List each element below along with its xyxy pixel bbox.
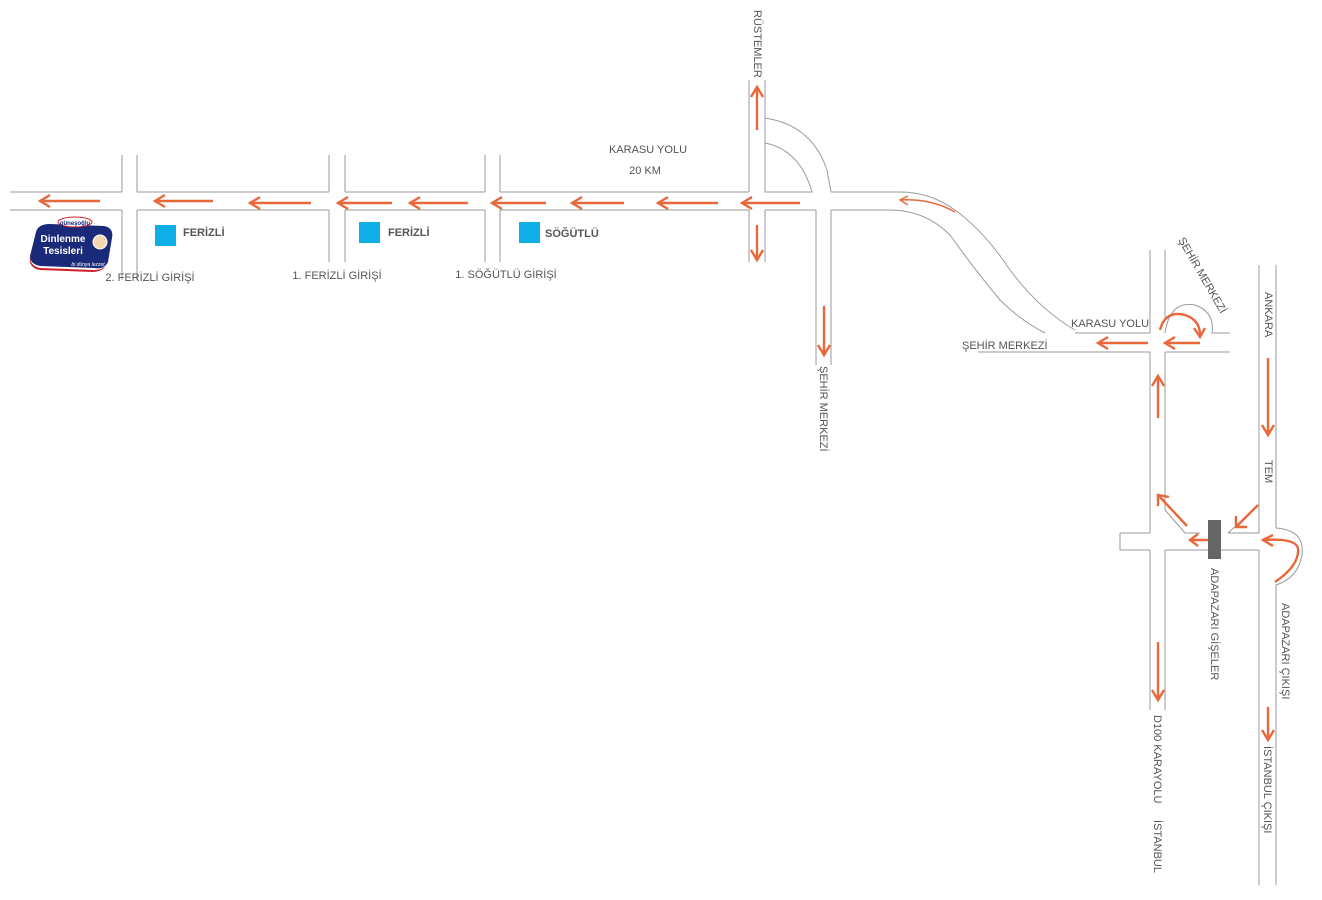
- logo-brand: güneşoğlu: [60, 221, 91, 227]
- label-ferizli-1: FERİZLİ: [183, 226, 225, 239]
- arrow-west-7: [569, 195, 624, 211]
- toll-booth: [1208, 520, 1221, 559]
- label-ankara: ANKARA: [1262, 292, 1274, 338]
- arrow-south-junction: [749, 225, 765, 263]
- arrow-west-karasu-2: [1162, 335, 1200, 351]
- brand-logo: güneşoğlu Dinlenme Tesisleri bi dünya le…: [29, 216, 113, 272]
- label-istanbul-cikisi: İSTANBUL ÇIKIŞI: [1261, 746, 1274, 833]
- crossroad-2: [328, 155, 346, 262]
- label-adapazari-giseler: ADAPAZARI GİŞELER: [1208, 568, 1221, 680]
- arrow-west-karasu: [1095, 335, 1148, 351]
- arrow-diag-sw: [1234, 504, 1259, 529]
- arrow-west-1: [37, 193, 100, 209]
- crossroad-1: [121, 155, 138, 280]
- junction-loop: [764, 117, 832, 193]
- highway-top-edge: [10, 191, 1076, 331]
- sogutlu-marker: [519, 222, 540, 243]
- ferizli-marker-1: [155, 225, 176, 246]
- ferizli-marker-2: [359, 222, 380, 243]
- arrow-west-9: [739, 195, 800, 211]
- arrow-south-d100: [1150, 642, 1166, 703]
- arrow-west-4: [335, 195, 392, 211]
- arrow-south-sehir: [816, 306, 832, 358]
- logo-tagline: bi dünya lezzet: [71, 262, 105, 268]
- route-arrows: [37, 84, 1300, 743]
- arrow-west-2: [152, 193, 213, 209]
- arrow-north-d100: [1150, 373, 1166, 418]
- arrow-tem-loop: [1260, 533, 1300, 583]
- label-rustemler: RÜSTEMLER: [751, 10, 763, 78]
- d100-road: [1149, 352, 1166, 710]
- arrow-south-istanbul: [1260, 707, 1276, 743]
- label-sehir-merkezi-top-right: ŞEHİR MERKEZİ: [1175, 235, 1229, 316]
- label-ferizli-2-girisi: 2. FERİZLİ GİRİŞİ: [105, 271, 194, 284]
- logo-line2: Tesisleri: [43, 246, 83, 257]
- tem-loop: [1275, 527, 1303, 586]
- label-ferizli-1-girisi: 1. FERİZLİ GİRİŞİ: [292, 269, 381, 282]
- label-tem: TEM: [1262, 460, 1274, 483]
- label-sehir-merkezi-left: ŞEHİR MERKEZİ: [962, 339, 1048, 352]
- arrow-west-3: [247, 195, 311, 211]
- logo-line1: Dinlenme: [40, 234, 85, 245]
- label-distance: 20 KM: [629, 165, 661, 177]
- arrow-north-rustemler: [749, 84, 765, 130]
- label-sogutlu: SÖĞÜTLÜ: [545, 227, 599, 240]
- label-sogutlu-1-girisi: 1. SÖĞÜTLÜ GİRİŞİ: [455, 268, 556, 281]
- map-labels: RÜSTEMLER KARASU YOLU 20 KM FERİZLİ FERİ…: [105, 10, 1291, 873]
- sehir-merkezi-branch: [1149, 250, 1166, 333]
- karasu-road: [978, 303, 1230, 353]
- highway-bottom-edge: [10, 209, 1046, 334]
- label-karasu-yolu-top: KARASU YOLU: [609, 144, 687, 156]
- arrow-west-8: [655, 195, 718, 211]
- road-network: [10, 80, 1303, 885]
- tem-highway: [1258, 265, 1277, 885]
- label-karasu-yolu-right: KARASU YOLU: [1071, 318, 1149, 330]
- label-ferizli-2: FERİZLİ: [388, 226, 430, 239]
- label-adapazari-cikisi: ADAPAZARI ÇIKIŞI: [1279, 603, 1291, 699]
- arrow-curve: [898, 195, 956, 213]
- label-sehir-merkezi-mid: ŞEHİR MERKEZİ: [817, 366, 830, 452]
- label-istanbul: İSTANBUL: [1151, 820, 1164, 873]
- label-d100-karayolu: D100 KARAYOLU: [1151, 715, 1163, 804]
- sehir-merkezi-road: [815, 210, 832, 365]
- arrow-uturn: [1158, 312, 1207, 340]
- arrow-west-6: [489, 195, 546, 211]
- arrow-diag-nw: [1156, 493, 1188, 527]
- arrow-west-5: [407, 195, 468, 211]
- crossroad-3: [484, 155, 501, 262]
- arrow-south-tem: [1260, 358, 1276, 438]
- chef-icon: [92, 234, 108, 250]
